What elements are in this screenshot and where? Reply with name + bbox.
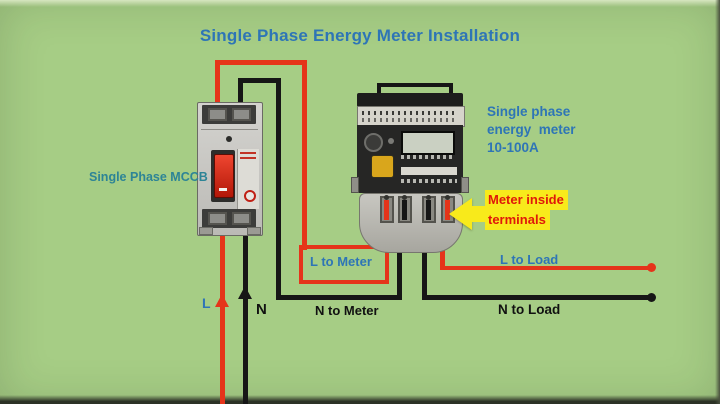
wire-neutral-load-endpoint: [647, 293, 656, 302]
neutral-supply-arrow-up-icon: [238, 286, 252, 299]
arrow-left-icon: [449, 198, 472, 230]
meter-terminals-callout: Meter inside terminals: [485, 190, 568, 230]
wire-neutral-supply-vertical: [243, 226, 248, 404]
neutral-supply-label: N: [256, 301, 267, 318]
l-to-meter-label: L to Meter: [310, 254, 372, 269]
mccb-toggle-switch[interactable]: [214, 154, 234, 198]
meter-push-button[interactable]: [371, 155, 394, 178]
mccb-toggle-mark: [219, 188, 227, 191]
meter-terminal-2-neutral-in: [398, 195, 412, 223]
wire-neutral-meter-out-vertical: [422, 222, 427, 298]
mccb-screw: [226, 136, 232, 142]
wire-live-supply-vertical: [220, 226, 225, 404]
wire-neutral-to-load-horizontal: [422, 295, 652, 300]
terminal-screw: [384, 195, 389, 200]
n-to-meter-label: N to Meter: [315, 303, 379, 318]
terminal-wire-stub-red: [445, 200, 450, 220]
mccb-switch-recess: [211, 150, 235, 202]
mccb-rating-panel: [237, 149, 259, 209]
meter-info-line-1: Single phase: [487, 104, 571, 119]
n-to-load-label: N to Load: [498, 302, 561, 317]
meter-barcode-line: [401, 179, 457, 183]
wire-neutral-meter-in-vertical: [397, 222, 402, 297]
mccb-device: [197, 102, 263, 236]
meter-indicator-led: [388, 138, 394, 144]
terminal-screw: [445, 195, 450, 200]
wire-live-mccb-top-vertical: [215, 60, 220, 112]
terminal-wire-stub-black: [426, 200, 431, 220]
meter-optical-port: [364, 133, 383, 152]
mccb-bottom-terminal-left: [208, 212, 227, 225]
mccb-rating-mark: [240, 157, 256, 159]
energy-meter-device: [351, 83, 469, 253]
meter-side-lug-right: [461, 177, 469, 193]
l-to-load-label: L to Load: [500, 252, 559, 267]
mccb-top-terminal-right: [232, 108, 251, 121]
mccb-label: Single Phase MCCB: [89, 170, 208, 184]
callout-line-2: terminals: [485, 210, 550, 230]
meter-label-strip: [357, 106, 465, 127]
meter-label-text-marks: [362, 111, 458, 115]
meter-label-text-marks: [362, 118, 458, 122]
top-edge-shade: [0, 0, 720, 7]
mccb-foot: [247, 227, 261, 235]
right-edge-shade: [715, 0, 720, 404]
mccb-foot: [199, 227, 213, 235]
meter-lcd-display: [401, 131, 455, 155]
terminal-screw: [402, 195, 407, 200]
meter-info-line-2: energy meter: [487, 122, 576, 137]
meter-barcode-line: [401, 155, 455, 159]
live-supply-label: L: [202, 295, 211, 311]
callout-line-1: Meter inside: [485, 190, 568, 210]
meter-side-lug-left: [351, 177, 359, 193]
mccb-top-terminal-left: [208, 108, 227, 121]
mccb-seam: [201, 129, 258, 130]
terminal-screw: [426, 195, 431, 200]
live-supply-arrow-up-icon: [215, 294, 229, 307]
wire-neutral-top-horizontal: [238, 78, 281, 83]
wire-neutral-to-meter-horizontal: [276, 295, 402, 300]
meter-top-cap: [357, 93, 463, 107]
meter-terminal-cover: [359, 193, 463, 253]
wire-live-top-horizontal: [215, 60, 307, 65]
meter-terminal-1-live-in: [380, 195, 394, 223]
wire-neutral-mccb-top-vertical: [238, 78, 243, 112]
wire-live-loop-box: [299, 245, 389, 284]
wire-live-to-load-horizontal: [440, 266, 652, 270]
mccb-top-terminal-block: [202, 105, 256, 124]
terminal-wire-stub-black: [402, 200, 407, 220]
wire-neutral-mid-vertical: [276, 78, 281, 300]
terminal-wire-stub-red: [384, 200, 389, 220]
bottom-edge-shade: [0, 395, 720, 404]
mccb-rating-mark: [240, 152, 256, 154]
meter-body: [357, 125, 463, 193]
meter-serial-band: [401, 167, 457, 175]
mccb-bottom-terminal-right: [232, 212, 251, 225]
wire-live-load-endpoint: [647, 263, 656, 272]
mccb-bottom-terminal-block: [202, 209, 256, 228]
meter-info-line-3: 10-100A: [487, 140, 539, 155]
wire-live-mid-vertical: [302, 60, 307, 250]
meter-terminal-3-neutral-out: [422, 195, 436, 223]
mccb-logo-icon: [244, 190, 256, 202]
page-title: Single Phase Energy Meter Installation: [199, 26, 521, 45]
